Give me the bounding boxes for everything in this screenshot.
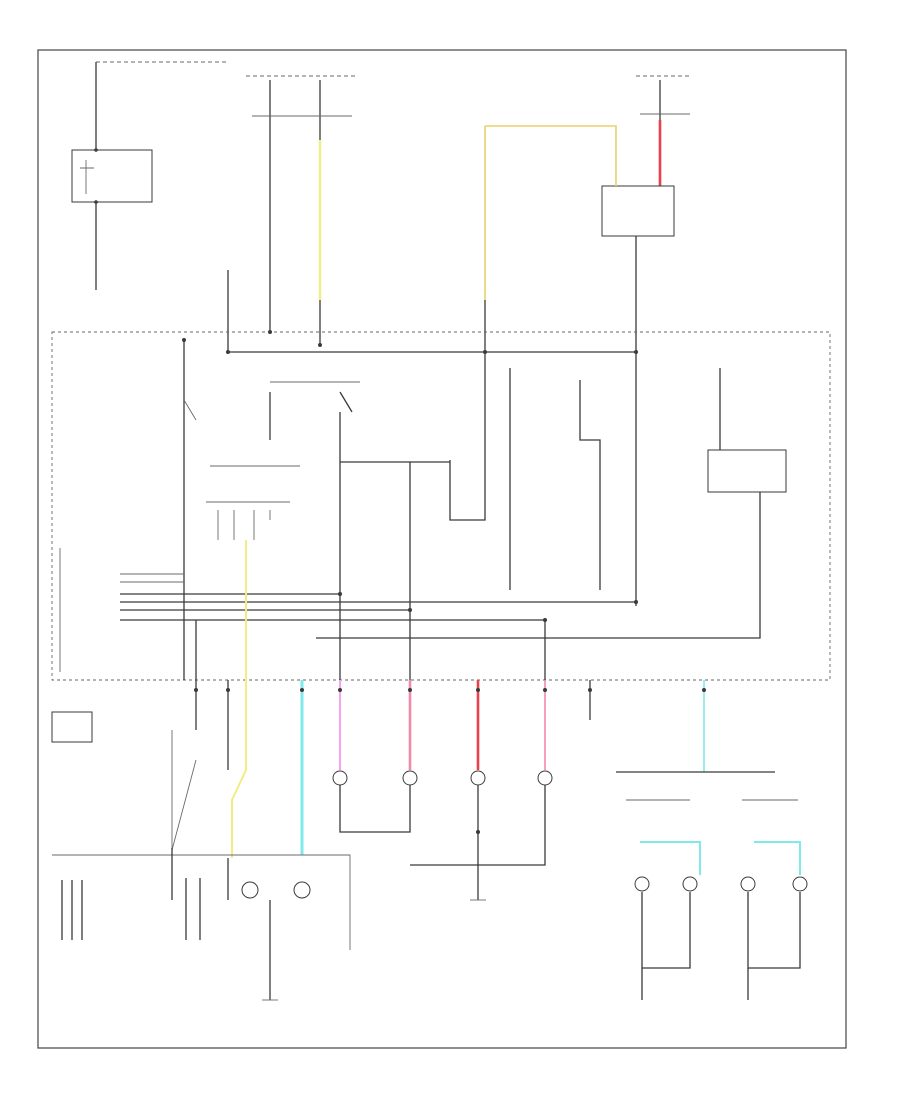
control-module-boundary <box>51 331 831 681</box>
top-right-relay <box>449 75 690 521</box>
relay-box <box>601 185 675 237</box>
diagram-frame <box>37 49 847 1049</box>
lower-harness <box>51 540 808 1001</box>
lamp-4 <box>537 770 553 786</box>
lamp-1 <box>332 770 348 786</box>
top-left-circuit <box>71 61 226 290</box>
top-middle-feeds <box>227 75 636 353</box>
lamp-3 <box>470 770 486 786</box>
fuse-component <box>71 149 153 203</box>
control-module-internals <box>59 340 787 680</box>
tan-wire-top <box>485 125 617 186</box>
connector-nodes <box>182 330 706 834</box>
internal-relay <box>707 449 787 493</box>
yellow-wire-lower <box>231 540 247 858</box>
lamp-2 <box>402 770 418 786</box>
